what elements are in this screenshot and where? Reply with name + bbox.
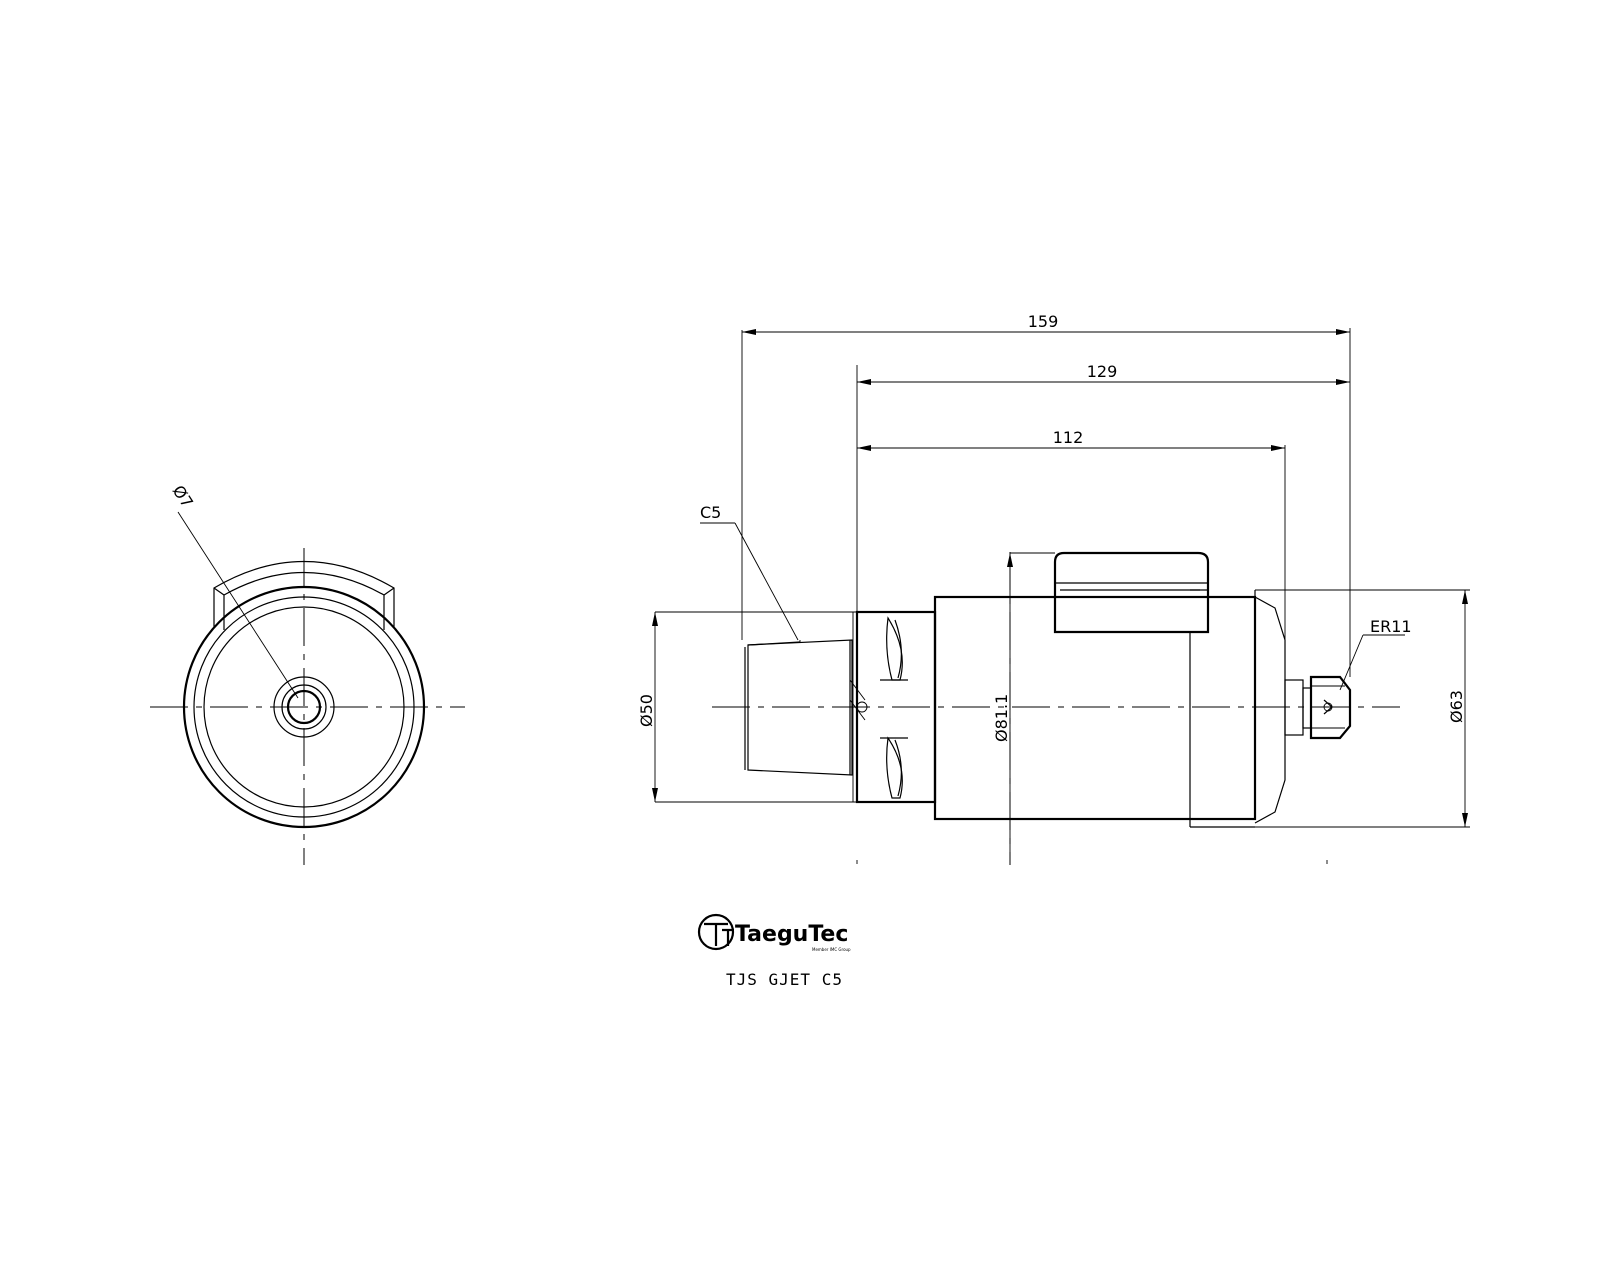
side-view: 159 129 112 C5 ER11 Ø50 Ø81.1 xyxy=(637,312,1470,865)
body-diameter-label: Ø81.1 xyxy=(992,694,1011,742)
shank-diameter-label: Ø50 xyxy=(637,694,656,727)
brand-logo: TaeguTec Member IMC Group xyxy=(697,913,851,952)
nose-diameter-label: Ø63 xyxy=(1447,690,1466,723)
length-112-label: 112 xyxy=(1053,428,1084,447)
brand-name: TaeguTec xyxy=(735,922,848,947)
coolant-diameter-label: Ø7 xyxy=(169,482,197,511)
end-view: Ø7 xyxy=(150,482,465,865)
length-129-label: 129 xyxy=(1087,362,1118,381)
overall-length-label: 159 xyxy=(1028,312,1059,331)
brand-tagline: Member IMC Group xyxy=(812,947,851,952)
collet-label: ER11 xyxy=(1370,617,1412,636)
chamfer-label: C5 xyxy=(700,503,721,522)
model-caption: TJS GJET C5 xyxy=(726,970,843,989)
